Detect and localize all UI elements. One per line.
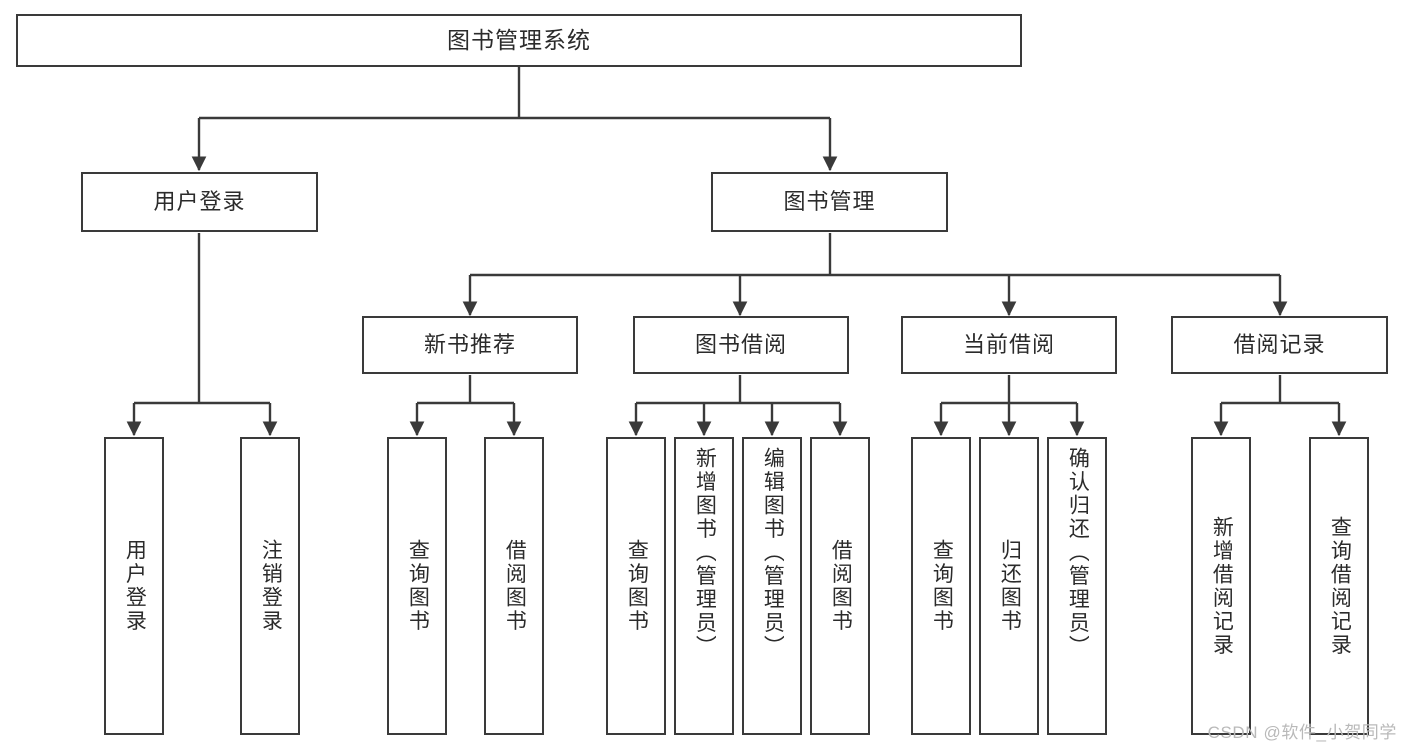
node-label: 查询图书 — [406, 539, 430, 633]
node-new-book-recommend[interactable]: 新书推荐 — [362, 316, 578, 374]
node-user-login[interactable]: 用户登录 — [81, 172, 318, 232]
node-label: 注销登录 — [259, 539, 283, 633]
leaf-user-login[interactable]: 用户登录 — [104, 437, 164, 735]
node-label: 借阅记录 — [1233, 332, 1326, 358]
node-label: 当前借阅 — [962, 332, 1055, 358]
leaf-confirm-return-admin[interactable]: 确认归还（管理员） — [1047, 437, 1107, 735]
node-label: 借阅图书 — [829, 539, 853, 633]
node-label: 新增图书（管理员） — [693, 447, 717, 659]
node-label: 图书管理 — [783, 189, 876, 215]
leaf-query-book-current[interactable]: 查询图书 — [911, 437, 971, 735]
node-label: 图书管理系统 — [447, 27, 591, 54]
node-label: 编辑图书（管理员） — [761, 447, 785, 659]
leaf-add-book-admin[interactable]: 新增图书（管理员） — [674, 437, 734, 735]
node-label: 用户登录 — [123, 539, 147, 633]
leaf-query-borrow-record[interactable]: 查询借阅记录 — [1309, 437, 1369, 735]
leaf-logout-login[interactable]: 注销登录 — [240, 437, 300, 735]
node-book-borrow[interactable]: 图书借阅 — [633, 316, 849, 374]
leaf-query-book-borrow[interactable]: 查询图书 — [606, 437, 666, 735]
node-label: 查询借阅记录 — [1328, 515, 1352, 657]
node-label: 确认归还（管理员） — [1066, 447, 1090, 659]
node-label: 查询图书 — [625, 539, 649, 633]
node-current-borrow[interactable]: 当前借阅 — [901, 316, 1117, 374]
leaf-borrow-book-borrow[interactable]: 借阅图书 — [810, 437, 870, 735]
leaf-add-borrow-record[interactable]: 新增借阅记录 — [1191, 437, 1251, 735]
node-label: 借阅图书 — [503, 539, 527, 633]
node-label: 归还图书 — [998, 539, 1022, 633]
csdn-watermark: CSDN @软件_小贺同学 — [1207, 723, 1397, 742]
leaf-borrow-book-recommend[interactable]: 借阅图书 — [484, 437, 544, 735]
node-root-book-management-system[interactable]: 图书管理系统 — [16, 14, 1022, 67]
leaf-return-book[interactable]: 归还图书 — [979, 437, 1039, 735]
node-label: 图书借阅 — [694, 332, 787, 358]
leaf-query-book-recommend[interactable]: 查询图书 — [387, 437, 447, 735]
node-borrow-record[interactable]: 借阅记录 — [1171, 316, 1388, 374]
node-label: 新增借阅记录 — [1210, 515, 1234, 657]
node-label: 新书推荐 — [423, 332, 516, 358]
node-book-management[interactable]: 图书管理 — [711, 172, 948, 232]
node-label: 用户登录 — [153, 189, 246, 215]
node-label: 查询图书 — [930, 539, 954, 633]
leaf-edit-book-admin[interactable]: 编辑图书（管理员） — [742, 437, 802, 735]
